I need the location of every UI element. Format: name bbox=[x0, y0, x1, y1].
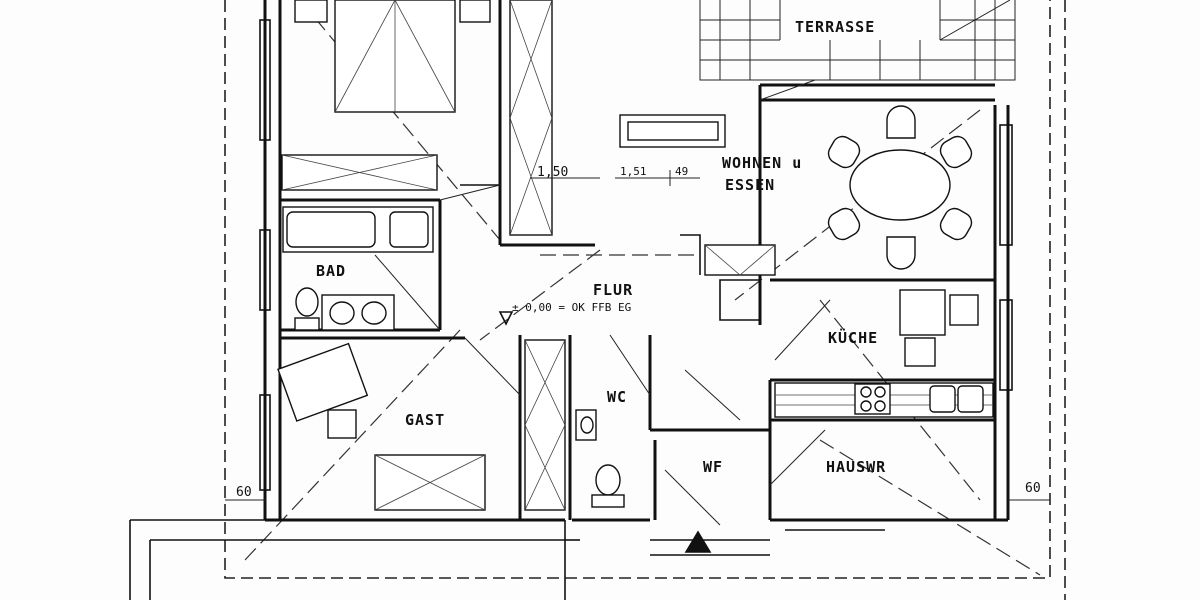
dimension-lines bbox=[225, 170, 1050, 501]
wc-fixtures bbox=[575, 409, 625, 508]
level-marker bbox=[498, 311, 712, 553]
dimension-labels: 1,50 1,51 49 60 60 ± 0,00 = OK FFB EG bbox=[236, 165, 1041, 500]
dim-60-left: 60 bbox=[236, 485, 252, 500]
dim-49: 49 bbox=[675, 165, 688, 178]
level-note: ± 0,00 = OK FFB EG bbox=[512, 301, 631, 314]
dim-151: 1,51 bbox=[620, 165, 647, 178]
kitchen-furniture bbox=[774, 289, 994, 418]
left-windows bbox=[259, 19, 1013, 491]
interior-walls bbox=[280, 0, 995, 522]
label-wf: WF bbox=[703, 458, 723, 476]
label-bad: BAD bbox=[316, 262, 346, 280]
label-gast: GAST bbox=[405, 411, 445, 429]
room-labels: TERRASSE WOHNEN u ESSEN BAD FLUR KÜCHE G… bbox=[316, 18, 886, 476]
outer-boundary bbox=[224, 0, 1066, 600]
dim-150: 1,50 bbox=[537, 165, 568, 180]
bathroom-fixtures bbox=[282, 206, 434, 331]
exterior-walls bbox=[129, 0, 1010, 600]
door-swings bbox=[374, 79, 831, 526]
bedroom-furniture bbox=[281, 0, 553, 236]
label-wohnen: WOHNEN u bbox=[722, 154, 802, 172]
label-essen: ESSEN bbox=[725, 176, 775, 194]
label-hauswr: HAUSWR bbox=[826, 458, 886, 476]
terrace-paving bbox=[699, 0, 1016, 81]
label-flur: FLUR bbox=[593, 281, 633, 299]
label-wc: WC bbox=[607, 388, 627, 406]
label-kueche: KÜCHE bbox=[828, 328, 878, 347]
diagonal-hatching bbox=[244, 0, 1041, 576]
guest-room-furniture bbox=[277, 342, 486, 511]
corridor-closet bbox=[524, 339, 566, 511]
dim-60-right: 60 bbox=[1025, 481, 1041, 496]
living-furniture bbox=[619, 105, 973, 276]
label-terrasse: TERRASSE bbox=[795, 18, 875, 36]
